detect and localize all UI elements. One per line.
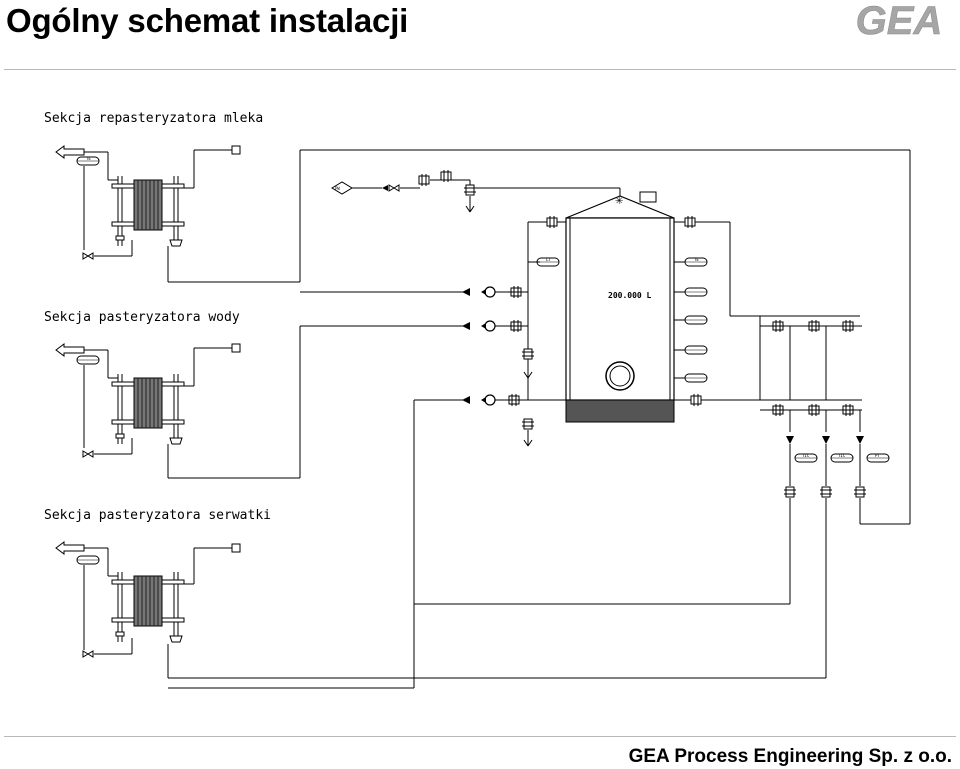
svg-text:GEA: GEA <box>856 2 943 40</box>
page-title: Ogólny schemat instalacji <box>6 2 409 39</box>
tank-right-instruments: TE <box>674 215 862 407</box>
svg-text:✳: ✳ <box>615 196 623 207</box>
heat-exchanger-milk: TE <box>55 145 910 283</box>
svg-text:TE: TE <box>694 257 699 262</box>
svg-text:TE: TE <box>86 156 91 161</box>
svg-text:LT: LT <box>546 257 551 262</box>
section-label-water: Sekcja pasteryzatora wody <box>44 310 240 325</box>
pump-group <box>300 285 566 688</box>
heat-exchanger-whey <box>55 541 826 689</box>
svg-text:TIC: TIC <box>802 453 810 458</box>
footer-company: GEA Process Engineering Sp. z o.o. <box>628 746 952 767</box>
outlet-manifold: TIC TIC PT <box>414 150 911 678</box>
footer-divider <box>4 736 956 737</box>
svg-text:PT: PT <box>875 453 880 458</box>
section-label-whey: Sekcja pasteryzatora serwatki <box>44 508 271 523</box>
heat-exchanger-water <box>55 326 301 479</box>
tank-left-instruments: LT <box>527 215 566 400</box>
svg-text:TIC: TIC <box>838 453 846 458</box>
header-divider <box>4 69 956 70</box>
svg-text:PW: PW <box>335 186 340 191</box>
tank-volume-label: 200.000 L <box>608 291 652 300</box>
gea-logo: GEA <box>855 2 943 40</box>
section-label-milk: Sekcja repasteryzatora mleka <box>44 111 263 126</box>
storage-tank: 200.000 L ✳ <box>565 195 675 423</box>
